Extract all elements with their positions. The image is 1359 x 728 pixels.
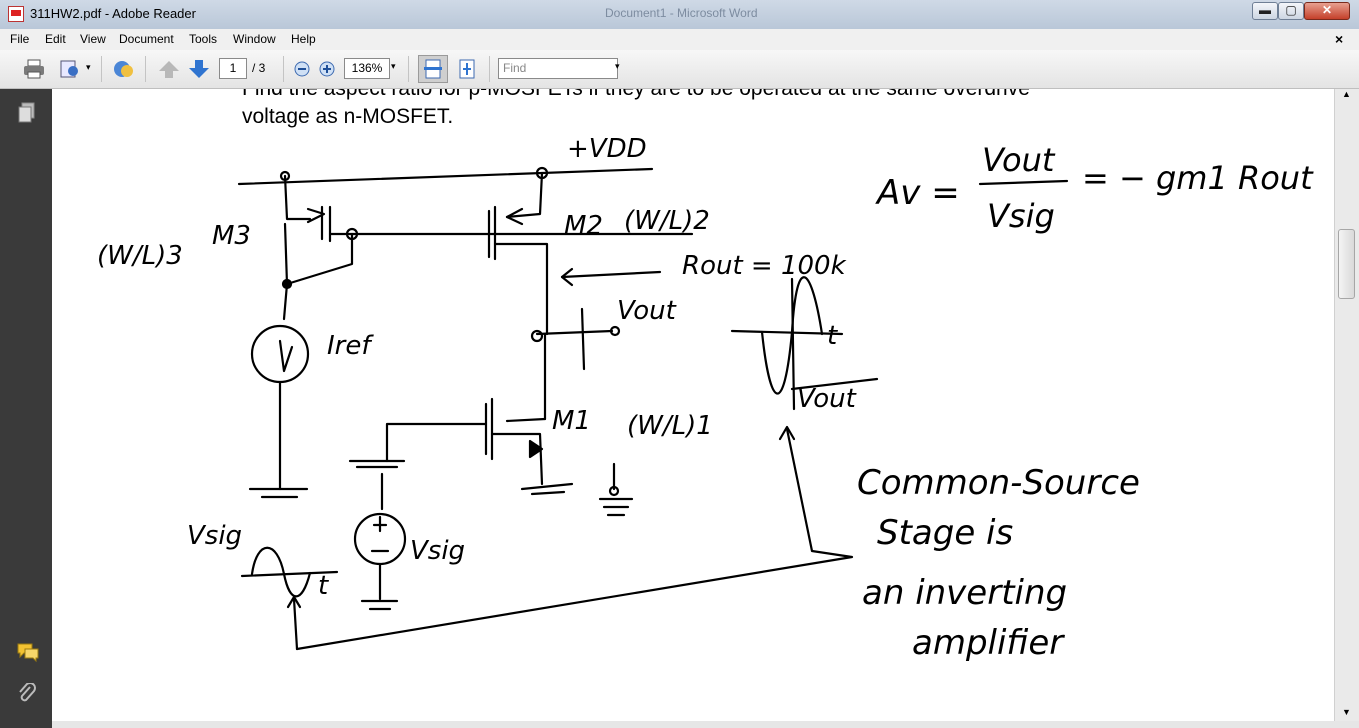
comments-icon[interactable] <box>16 641 40 663</box>
pdf-file-icon <box>8 6 24 22</box>
question-text-line-2: voltage as n-MOSFET. <box>242 105 454 128</box>
gain-rhs: = − gm1 Rout <box>1082 159 1314 197</box>
document-page[interactable]: Find the aspect ratio for p-MOSFETs if t… <box>52 89 1334 721</box>
separator <box>101 56 102 82</box>
menu-document[interactable]: Document <box>119 32 174 46</box>
menu-help[interactable]: Help <box>291 32 316 46</box>
note-line-3: an inverting <box>862 573 1067 613</box>
zoom-dropdown-icon[interactable]: ▾ <box>391 61 396 71</box>
separator <box>145 56 146 82</box>
label-t-2: t <box>827 321 838 351</box>
pages-panel-icon[interactable] <box>16 101 38 125</box>
label-vsig-wave: Vsig <box>187 521 242 551</box>
note-line-1: Common-Source <box>857 463 1140 503</box>
label-w-l-1: (W/L)1 <box>627 411 713 441</box>
gain-lhs: Av = <box>875 173 960 213</box>
label-w-l-3: (W/L)3 <box>97 241 183 271</box>
page-total: / 3 <box>252 61 266 75</box>
separator <box>489 56 490 82</box>
label-rout: Rout = 100k <box>682 251 847 281</box>
background-window-title: Document1 - Microsoft Word <box>605 6 758 20</box>
note-line-4: amplifier <box>912 623 1065 663</box>
title-bar: 311HW2.pdf - Adobe Reader Document1 - Mi… <box>0 0 1359 30</box>
label-w-l-2: (W/L)2 <box>624 206 710 236</box>
handwritten-circuit-drawing: +VDD M3 (W/L)3 M2 (W/L)2 Rout = 100k Vou… <box>97 134 1314 663</box>
horizontal-scrollbar[interactable] <box>52 721 1359 728</box>
separator <box>408 56 409 82</box>
zoom-out-icon[interactable] <box>292 58 312 80</box>
menu-tools[interactable]: Tools <box>189 32 218 46</box>
menu-edit[interactable]: Edit <box>45 32 66 46</box>
question-text-line-1: Find the aspect ratio for p-MOSFETs if t… <box>242 89 1030 101</box>
share-dropdown-icon[interactable]: ▾ <box>86 62 91 72</box>
label-m3: M3 <box>212 221 251 251</box>
print-icon[interactable] <box>22 58 46 80</box>
label-vout: Vout <box>617 296 677 326</box>
label-vout-wave: Vout <box>797 384 857 414</box>
maximize-button[interactable]: ▢ <box>1278 2 1304 20</box>
share-icon[interactable] <box>58 58 82 80</box>
scroll-down-icon[interactable]: ▼ <box>1342 707 1351 717</box>
label-vsig-source: Vsig <box>410 536 465 566</box>
find-input[interactable]: Find <box>498 58 618 79</box>
minimize-button[interactable]: ▬ <box>1252 2 1278 20</box>
attachments-icon[interactable] <box>16 683 38 705</box>
collaborate-icon[interactable] <box>112 58 136 80</box>
gain-denominator: Vsig <box>987 197 1055 235</box>
fit-width-icon <box>424 59 442 79</box>
toolbar: ▾ 1 / 3 136% ▾ Find ▾ <box>0 50 1359 89</box>
zoom-in-icon[interactable] <box>317 58 337 80</box>
next-page-icon[interactable] <box>187 58 211 80</box>
gain-numerator: Vout <box>982 141 1056 179</box>
page-number-input[interactable]: 1 <box>219 58 247 79</box>
menu-file[interactable]: File <box>10 32 30 46</box>
close-document-button[interactable]: × <box>1335 31 1344 47</box>
fit-page-icon[interactable] <box>455 58 479 80</box>
label-m2: M2 <box>564 211 603 241</box>
menu-bar: File Edit View Document Tools Window Hel… <box>0 29 1359 51</box>
fit-width-button[interactable] <box>418 55 448 83</box>
label-t-1: t <box>318 571 329 601</box>
find-dropdown-icon[interactable]: ▾ <box>615 61 620 71</box>
window-title: 311HW2.pdf - Adobe Reader <box>30 6 196 21</box>
separator <box>283 56 284 82</box>
label-vdd: +VDD <box>567 134 647 164</box>
note-line-2: Stage is <box>877 513 1013 553</box>
previous-page-icon[interactable] <box>157 58 181 80</box>
menu-window[interactable]: Window <box>233 32 276 46</box>
scroll-up-icon[interactable]: ▲ <box>1342 89 1351 99</box>
close-button[interactable]: ✕ <box>1304 2 1350 20</box>
vertical-scrollbar[interactable]: ▲ ▼ <box>1334 89 1359 721</box>
label-iref: Iref <box>327 331 374 361</box>
left-navigation-pane <box>0 89 52 728</box>
menu-view[interactable]: View <box>80 32 106 46</box>
label-m1: M1 <box>552 406 591 436</box>
zoom-level-input[interactable]: 136% <box>344 58 390 79</box>
scrollbar-thumb[interactable] <box>1338 229 1355 299</box>
